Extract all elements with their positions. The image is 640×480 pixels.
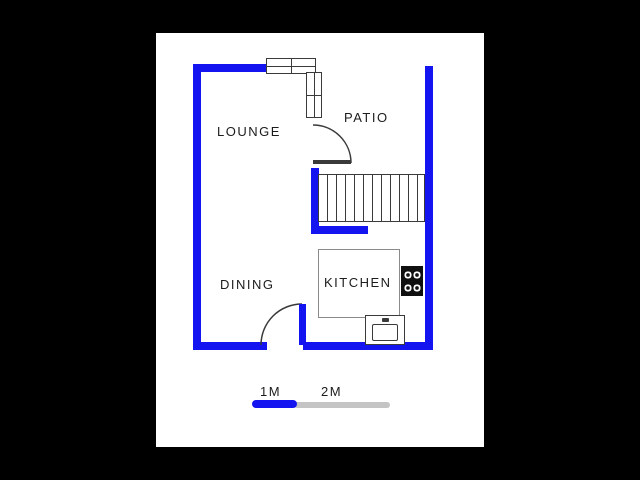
room-label-kitchen: KITCHEN [324,275,392,290]
stove-burner-icon [403,270,412,279]
stove-icon [401,266,423,296]
kitchen-bottom-wall [303,342,433,350]
entrance-door-leaf [299,304,306,345]
sink-basin [372,324,398,341]
scale-bar-gray [294,402,390,408]
room-label-patio: PATIO [344,110,389,125]
window-side [306,72,322,118]
window-divider-line [314,73,315,117]
bottom-wall-left [193,342,267,350]
window-divider-line [291,59,292,73]
patio-door-leaf [313,160,351,164]
scale-label-1m: 1M [260,384,282,399]
room-label-dining: DINING [220,277,275,292]
scale-bar-blue [252,400,297,408]
under-stair-wall [311,226,368,234]
staircase [318,174,425,222]
stove-burner-icon [412,270,421,279]
stair-side-wall [311,168,319,234]
sink-icon [365,315,405,345]
stove-burner-icon [403,283,412,292]
window-top [266,58,316,74]
stove-burner-icon [412,283,421,292]
left-wall [193,64,201,350]
room-label-lounge: LOUNGE [217,124,281,139]
sink-faucet [382,318,389,322]
kitchen-counter-outline [318,249,400,318]
scale-label-2m: 2M [321,384,343,399]
top-wall [193,64,272,72]
right-wall [425,66,433,350]
